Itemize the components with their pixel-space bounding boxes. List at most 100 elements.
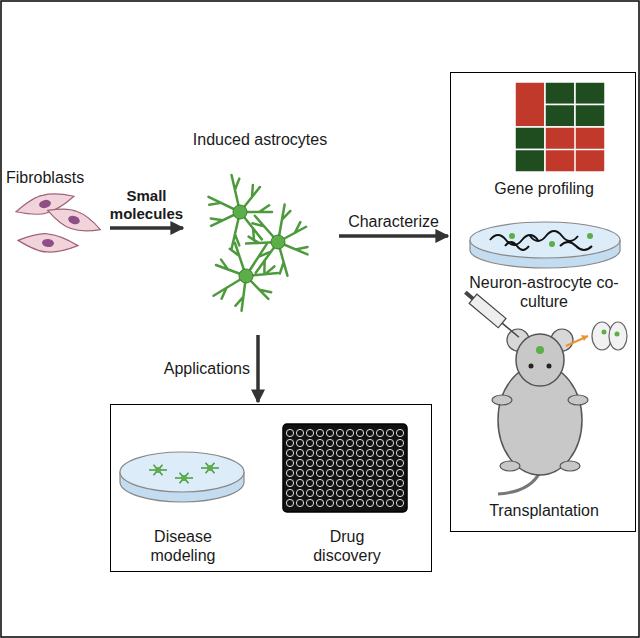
nucleus [67, 214, 81, 226]
well [376, 459, 383, 466]
well [316, 499, 323, 506]
well [316, 479, 323, 486]
syringe-plunger [464, 291, 474, 300]
well [316, 429, 323, 436]
brain-slice [609, 322, 627, 350]
syringe [462, 288, 523, 342]
nucleus [38, 199, 52, 210]
heatmap [515, 82, 605, 172]
graft [615, 332, 620, 337]
flow-arrow [339, 234, 448, 238]
heatmap-cell [575, 105, 605, 128]
heatmap-cell [515, 82, 545, 127]
syringe-needle [502, 323, 519, 337]
heatmap-cell [545, 105, 575, 128]
arrow-label: Applications [164, 359, 250, 378]
well [286, 449, 293, 456]
well [386, 429, 393, 436]
well [396, 439, 403, 446]
arrow-label: Characterize [348, 212, 439, 231]
well [296, 479, 303, 486]
well [356, 449, 363, 456]
well [376, 469, 383, 476]
astrocyte-body [155, 467, 161, 473]
well [326, 489, 333, 496]
astrocyte-body [239, 269, 253, 283]
well [366, 449, 373, 456]
heatmap-cell [575, 82, 605, 105]
dish-top [120, 452, 244, 492]
well [376, 439, 383, 446]
graft [602, 330, 607, 335]
well [326, 479, 333, 486]
well [296, 489, 303, 496]
well [386, 469, 393, 476]
well [286, 439, 293, 446]
astrocyte-body [181, 475, 187, 481]
well [306, 499, 313, 506]
well [386, 449, 393, 456]
well [396, 469, 403, 476]
well [306, 479, 313, 486]
well-plate [283, 424, 407, 512]
astrocyte-dot [509, 233, 515, 239]
cell-group: Induced astrocytes [185, 128, 337, 333]
astrocyte-dot [549, 241, 555, 247]
mouse [462, 288, 627, 494]
heatmap-cell [545, 82, 575, 105]
well [346, 449, 353, 456]
well [386, 459, 393, 466]
mouse-head [516, 334, 564, 386]
well [366, 469, 373, 476]
well [326, 439, 333, 446]
well [326, 469, 333, 476]
well [336, 429, 343, 436]
well [376, 499, 383, 506]
heatmap-grid [545, 149, 605, 151]
well [306, 469, 313, 476]
well [386, 499, 393, 506]
well [336, 459, 343, 466]
well [306, 489, 313, 496]
well [306, 449, 313, 456]
mouse-paw [560, 461, 580, 471]
well [396, 479, 403, 486]
well [356, 489, 363, 496]
well [296, 459, 303, 466]
well [396, 459, 403, 466]
well [366, 489, 373, 496]
well [366, 439, 373, 446]
well [356, 429, 363, 436]
well [336, 469, 343, 476]
well [356, 499, 363, 506]
mouse-paw [568, 395, 588, 405]
astrocyte-dot [587, 233, 593, 239]
astrocyte-body [233, 205, 247, 219]
astrocyte-body [271, 235, 285, 249]
graft [536, 346, 544, 354]
astrocyte-body [207, 465, 213, 471]
well [336, 489, 343, 496]
node-label: Disease modeling [131, 527, 235, 565]
well [356, 439, 363, 446]
node-label: Transplantation [456, 501, 632, 520]
mouse-eye [529, 364, 534, 369]
well [326, 459, 333, 466]
well [386, 489, 393, 496]
well [286, 469, 293, 476]
well [376, 429, 383, 436]
fibroblast [17, 231, 78, 254]
well [366, 459, 373, 466]
well [316, 449, 323, 456]
panel-box: Disease modelingDrug discovery [110, 404, 432, 572]
wells [286, 429, 403, 506]
well [286, 499, 293, 506]
transfer-arrow-head [581, 335, 588, 341]
well [326, 499, 333, 506]
well [316, 489, 323, 496]
well [296, 449, 303, 456]
node-label: Fibroblasts [6, 168, 106, 187]
